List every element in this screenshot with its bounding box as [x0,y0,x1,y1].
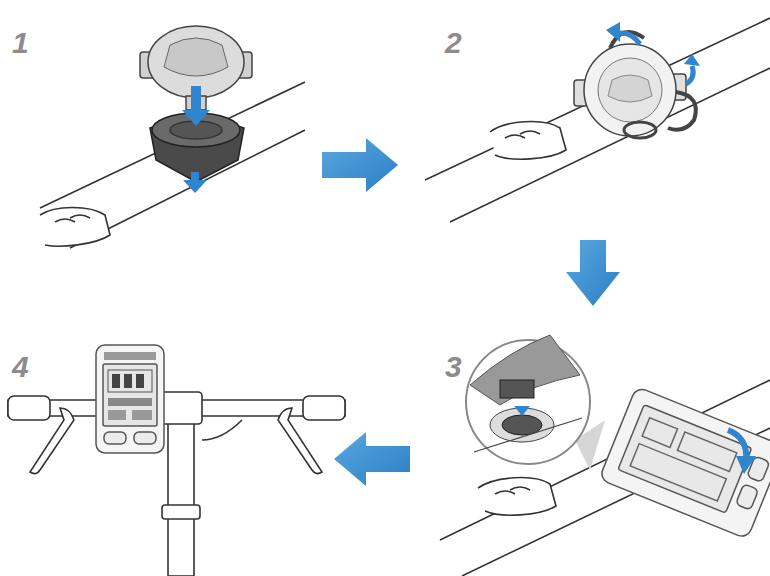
computer-unit [599,386,770,539]
direction-arrow [182,86,210,193]
direction-arrow [728,430,756,474]
handlebar [425,18,770,222]
direction-arrow [606,22,700,66]
handlebar [8,392,345,576]
step-arrow [566,240,620,306]
step-arrow [322,138,398,192]
handlebar [40,82,305,248]
direction-arrow [616,33,693,84]
step-arrow [334,432,410,486]
step-number: 1 [12,28,29,58]
step-number: 3 [445,352,462,382]
step-number: 2 [445,28,462,58]
magnifier-detail [466,335,590,464]
step-number: 4 [12,352,29,382]
rubber-band [610,32,696,138]
computer-unit [96,345,164,453]
